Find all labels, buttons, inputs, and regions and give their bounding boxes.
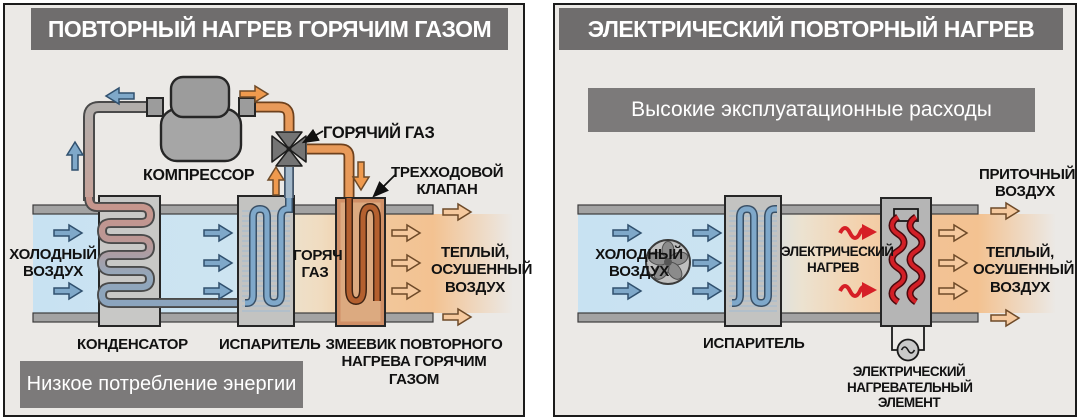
high-cost-note: Высокие эксплуатационные расходы bbox=[588, 88, 1035, 132]
reheat-coil-label: ЗМЕЕВИК ПОВТОРНОГО НАГРЕВА ГОРЯЧИМ ГАЗОМ bbox=[325, 336, 503, 388]
condenser bbox=[84, 195, 245, 327]
evaporator-coil bbox=[245, 197, 292, 306]
cold-air-label: ХОЛОДНЫЙ ВОЗДУХ bbox=[9, 246, 97, 281]
condenser-label: КОНДЕНСАТОР bbox=[77, 336, 188, 353]
electric-heater bbox=[880, 197, 932, 362]
three-way-valve-icon bbox=[271, 131, 307, 167]
panel-title: ЭЛЕКТРИЧЕСКИЙ ПОВТОРНЫЙ НАГРЕВ bbox=[559, 8, 1063, 50]
condenser-coil bbox=[85, 196, 245, 307]
hot-gas-callout-arrow bbox=[301, 128, 324, 144]
warm-air-plume bbox=[433, 214, 513, 313]
warm-air-plume bbox=[978, 214, 1056, 313]
evaporator bbox=[237, 195, 295, 327]
supply-air-label: ПРИТОЧНЫЙ ВОЗДУХ bbox=[979, 166, 1076, 201]
fan-icon bbox=[645, 239, 691, 285]
heating-coils bbox=[888, 214, 926, 305]
evaporator-label: ИСПАРИТЕЛЬ bbox=[219, 336, 321, 353]
electric-heat-label: ЭЛЕКТРИЧЕСКИЙ НАГРЕВ bbox=[781, 244, 894, 275]
reheat-coil-tube bbox=[346, 198, 380, 304]
panel-title: ПОВТОРНЫЙ НАГРЕВ ГОРЯЧИМ ГАЗОМ bbox=[31, 8, 508, 50]
hot-gas-pipes bbox=[249, 101, 355, 198]
low-energy-note: Низкое потребление энергии bbox=[20, 361, 303, 408]
hot-gas-diagram bbox=[32, 75, 513, 327]
ac-sine-icon bbox=[900, 346, 916, 354]
duct-top-wall bbox=[32, 204, 434, 215]
compressor-icon bbox=[146, 75, 256, 163]
flow-arrow-down-icon bbox=[352, 161, 370, 191]
compressor-label: КОМПРЕССОР bbox=[143, 167, 255, 184]
heater-element-label: ЭЛЕКТРИЧЕСКИЙ НАГРЕВАТЕЛЬНЫЙ ЭЛЕМЕНТ bbox=[847, 364, 973, 411]
evaporator bbox=[724, 195, 782, 327]
valve-callout-arrow bbox=[372, 174, 396, 198]
heater-terminal-block bbox=[893, 208, 919, 222]
hot-gas-callout-label: ГОРЯЧИЙ ГАЗ bbox=[323, 124, 435, 142]
electric-reheat-diagram bbox=[577, 195, 1056, 362]
electric-reheat-panel: ЭЛЕКТРИЧЕСКИЙ ПОВТОРНЫЙ НАГРЕВ Высокие э… bbox=[553, 3, 1077, 417]
warm-air-label: ТЕПЛЫЙ, ОСУШЕННЫЙ ВОЗДУХ bbox=[431, 244, 533, 296]
hot-gas-duct-label: ГОРЯЧ ГАЗ bbox=[293, 247, 343, 282]
flow-arrow-up-icon bbox=[267, 166, 285, 196]
duct-bottom-wall bbox=[32, 312, 434, 323]
evaporator-coil bbox=[732, 206, 777, 306]
cold-air-label: ХОЛОДНЫЙ ВОЗДУХ bbox=[595, 246, 683, 281]
heater-wires bbox=[891, 326, 925, 351]
hot-gas-reheat-panel: ПОВТОРНЫЙ НАГРЕВ ГОРЯЧИМ ГАЗОМ КОМПРЕССО… bbox=[3, 3, 533, 417]
suction-pipe bbox=[83, 101, 155, 201]
flow-arrow-up-icon bbox=[66, 141, 84, 171]
evaporator-label: ИСПАРИТЕЛЬ bbox=[703, 335, 805, 352]
hot-gas-reheat-coil bbox=[335, 197, 386, 327]
three-way-valve-label: ТРЕХХОДОВОЙ КЛАПАН bbox=[391, 164, 504, 199]
warm-air-label: ТЕПЛЫЙ, ОСУШЕННЫЙ ВОЗДУХ bbox=[973, 244, 1075, 296]
